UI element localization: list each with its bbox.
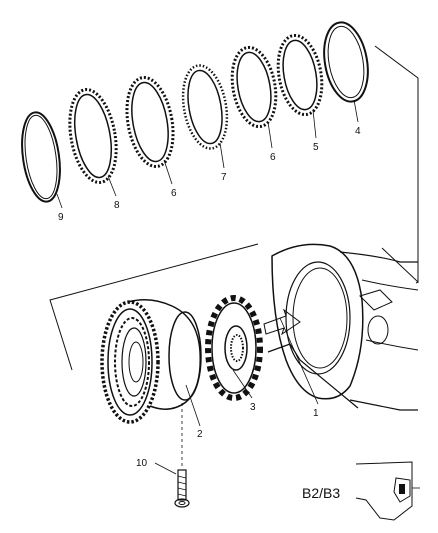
callout-9: 9 xyxy=(58,212,64,223)
sprocket-3 xyxy=(205,295,263,401)
callout-1: 1 xyxy=(313,408,319,419)
clutch-disc-5 xyxy=(276,33,324,117)
clutch-plate-7 xyxy=(181,64,229,150)
callout-7: 7 xyxy=(221,172,227,183)
callout-8: 8 xyxy=(114,200,120,211)
callout-10: 10 xyxy=(136,458,148,469)
variant-code: B2/B3 xyxy=(302,485,340,501)
bolt-10 xyxy=(174,469,190,508)
pressure-plate-4 xyxy=(323,21,369,103)
callout-4: 4 xyxy=(355,126,361,137)
transmission-case-1 xyxy=(263,243,419,411)
clutch-disc-6-right xyxy=(230,45,278,129)
snap-ring-9 xyxy=(21,111,61,203)
callout-2: 2 xyxy=(197,429,203,440)
locator-inset xyxy=(355,461,420,521)
callout-6-right: 6 xyxy=(270,152,276,163)
clutch-disc-8 xyxy=(68,88,118,184)
clutch-pack-frame xyxy=(374,45,419,284)
callout-5: 5 xyxy=(313,142,319,153)
frame-lower-edge xyxy=(415,281,419,284)
lower-frame xyxy=(49,243,259,371)
callout-3: 3 xyxy=(250,402,256,413)
clutch-drum-2 xyxy=(100,299,202,424)
callout-6-left: 6 xyxy=(171,188,177,199)
clutch-disc-6-left xyxy=(125,76,175,168)
